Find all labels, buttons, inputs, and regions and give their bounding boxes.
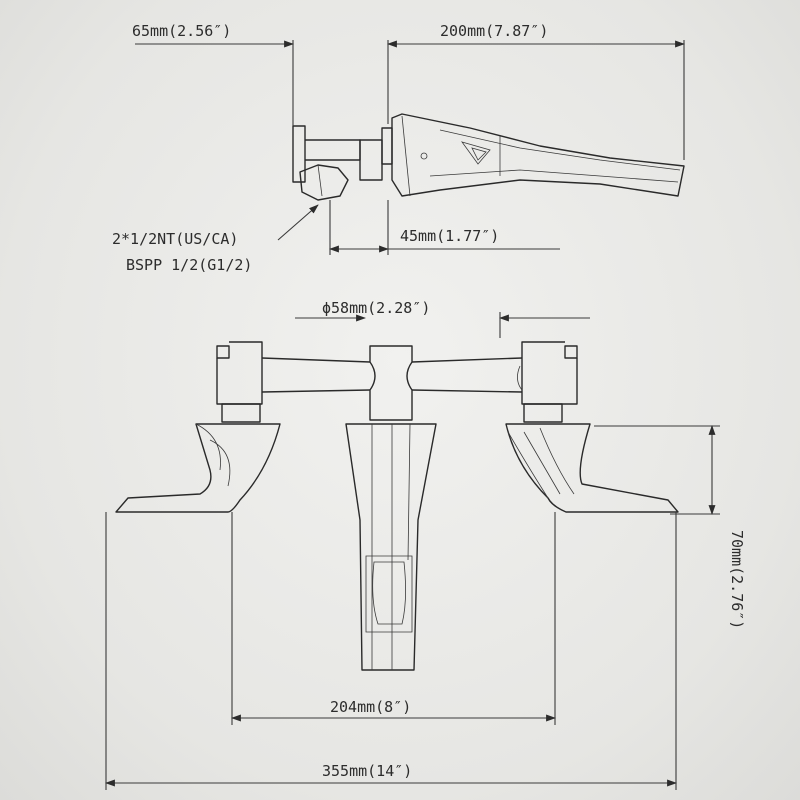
thread-spec-line2: BSPP 1/2(G1/2): [126, 256, 252, 274]
front-view: [115, 341, 679, 671]
thread-spec-line1: 2*1/2NT(US/CA): [112, 230, 238, 248]
dim-label-diameter: ϕ58mm(2.28″): [322, 299, 430, 317]
dim-label-45mm: 45mm(1.77″): [400, 227, 499, 245]
dim-label-70mm: 70mm(2.76″): [728, 530, 746, 629]
dim-label-204mm: 204mm(8″): [330, 698, 411, 716]
front-dimension-lines: [105, 312, 720, 790]
top-dimension-lines: [135, 40, 685, 255]
dim-label-200mm: 200mm(7.87″): [440, 22, 548, 40]
dim-label-65mm: 65mm(2.56″): [132, 22, 231, 40]
dim-label-355mm: 355mm(14″): [322, 762, 412, 780]
side-view: [292, 113, 685, 201]
